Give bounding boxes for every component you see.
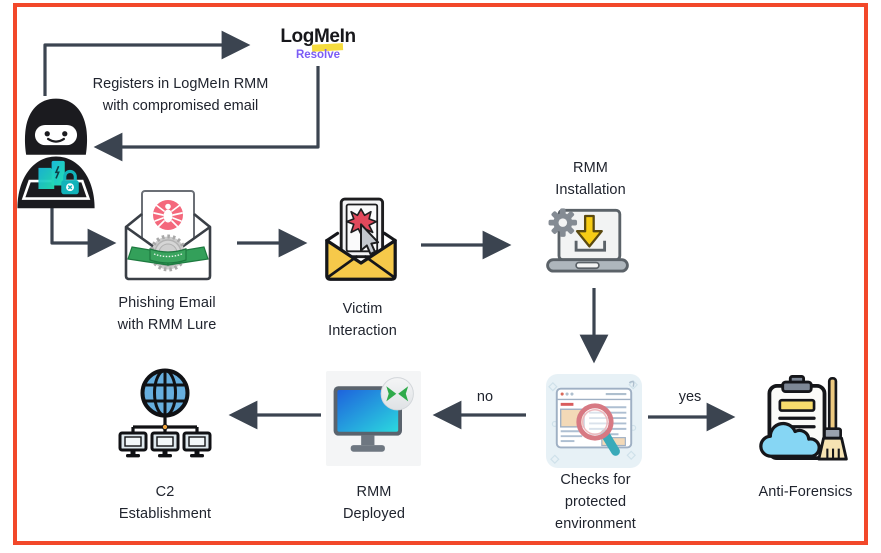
rmm-installation-icon <box>540 203 635 286</box>
rmm-deployed-icon <box>326 371 421 466</box>
edge-label-no: no <box>476 389 494 405</box>
register-annotation: Registers in LogMeIn RMM with compromise… <box>92 76 269 115</box>
phishing-email-icon <box>118 186 218 292</box>
edge-label-yes: yes <box>678 389 702 405</box>
hacker-icon <box>12 96 100 210</box>
victim-interaction-icon <box>316 191 406 290</box>
c2-network-icon <box>113 367 217 469</box>
environment-check-icon <box>545 373 643 469</box>
label-anti-forensics: Anti-Forensics <box>758 484 853 500</box>
resolve-product-text: Resolve <box>295 49 341 61</box>
anti-forensics-icon <box>758 374 853 470</box>
